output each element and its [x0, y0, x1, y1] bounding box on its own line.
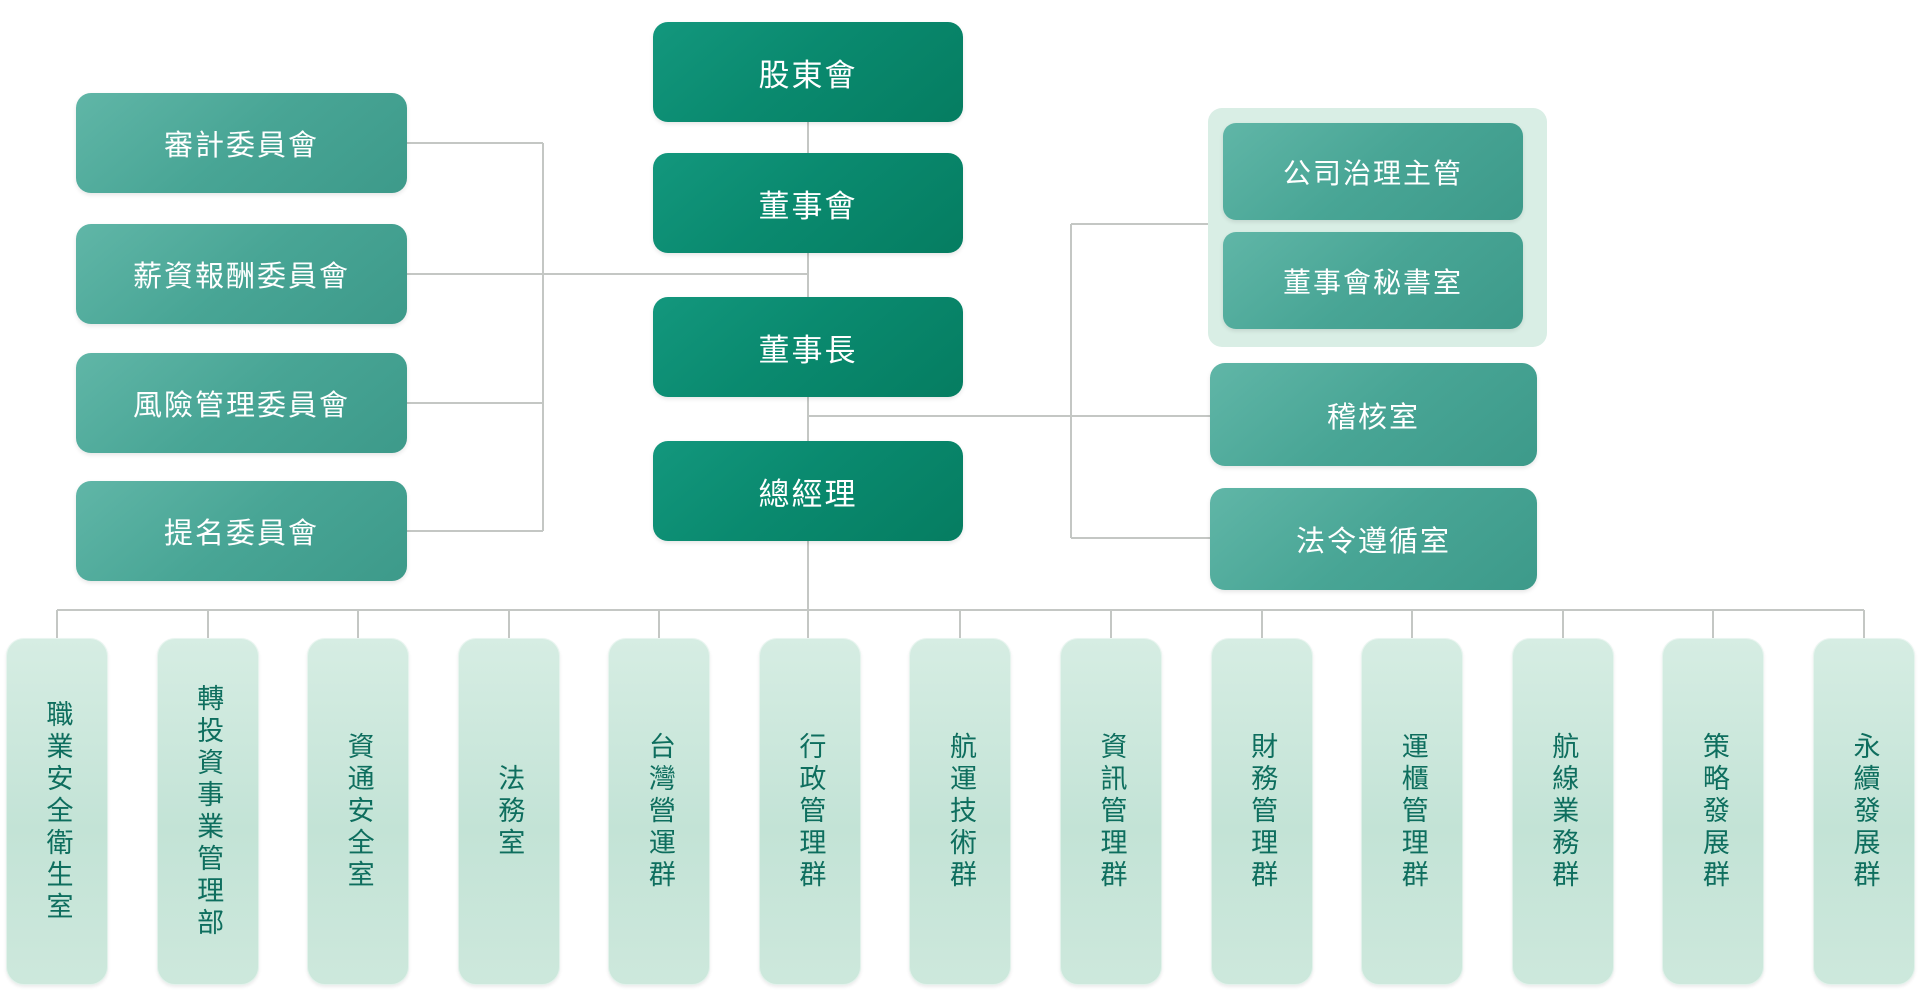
dept-node: 行政管理群	[758, 638, 861, 985]
dept-node: 資通安全室	[307, 638, 410, 985]
department-row: 職業安全衛生室 轉投資事業管理部 資通安全室 法務室 台灣營運群 行政管理群 航…	[6, 638, 1915, 985]
node-board-secretariat: 董事會秘書室	[1223, 232, 1523, 329]
dept-node: 台灣營運群	[608, 638, 711, 985]
node-label: 總經理	[758, 476, 858, 512]
dept-node: 運櫃管理群	[1361, 638, 1464, 985]
node-legal-compliance-office: 法令遵循室	[1210, 488, 1537, 590]
node-label: 稽核室	[1326, 401, 1420, 434]
dept-node: 航運技術群	[909, 638, 1012, 985]
node-shareholders-meeting: 股東會	[653, 22, 963, 122]
dept-label: 策略發展群	[1698, 731, 1729, 892]
dept-label: 轉投資事業管理部	[193, 683, 224, 940]
dept-label: 職業安全衛生室	[42, 699, 73, 924]
dept-node: 財務管理群	[1210, 638, 1313, 985]
board-offices-panel: 公司治理主管 董事會秘書室	[1208, 108, 1547, 347]
node-label: 董事長	[758, 332, 858, 368]
dept-label: 運櫃管理群	[1397, 731, 1428, 892]
dept-label: 財務管理群	[1247, 731, 1278, 892]
node-chairman: 董事長	[653, 297, 963, 397]
node-label: 提名委員會	[163, 518, 319, 550]
dept-node: 轉投資事業管理部	[156, 638, 259, 985]
node-label: 公司治理主管	[1282, 157, 1463, 189]
dept-node: 航線業務群	[1511, 638, 1614, 985]
node-label: 薪資報酬委員會	[132, 261, 350, 293]
dept-node: 策略發展群	[1662, 638, 1765, 985]
node-audit-office: 稽核室	[1210, 363, 1537, 466]
dept-node: 資訊管理群	[1060, 638, 1163, 985]
dept-label: 資通安全室	[343, 731, 374, 892]
node-risk-management-committee: 風險管理委員會	[76, 353, 407, 453]
dept-label: 台灣營運群	[644, 731, 675, 892]
node-label: 風險管理委員會	[132, 390, 350, 422]
dept-node: 職業安全衛生室	[6, 638, 108, 985]
dept-label: 航線業務群	[1548, 731, 1579, 892]
node-audit-committee: 審計委員會	[76, 93, 407, 193]
dept-label: 航運技術群	[945, 731, 976, 892]
node-compensation-committee: 薪資報酬委員會	[76, 224, 407, 324]
node-board-of-directors: 董事會	[653, 153, 963, 253]
dept-label: 法務室	[494, 763, 525, 860]
node-nomination-committee: 提名委員會	[76, 481, 407, 581]
dept-node: 法務室	[457, 638, 560, 985]
dept-label: 永續發展群	[1849, 731, 1880, 892]
node-label: 法令遵循室	[1295, 526, 1451, 558]
node-label: 股東會	[758, 57, 858, 93]
node-corporate-governance-officer: 公司治理主管	[1223, 123, 1523, 220]
node-label: 董事會秘書室	[1282, 266, 1463, 298]
dept-node: 永續發展群	[1812, 638, 1915, 985]
dept-label: 資訊管理群	[1096, 731, 1127, 892]
node-label: 審計委員會	[163, 130, 319, 162]
node-president: 總經理	[653, 441, 963, 541]
dept-label: 行政管理群	[795, 731, 826, 892]
node-label: 董事會	[758, 188, 858, 224]
